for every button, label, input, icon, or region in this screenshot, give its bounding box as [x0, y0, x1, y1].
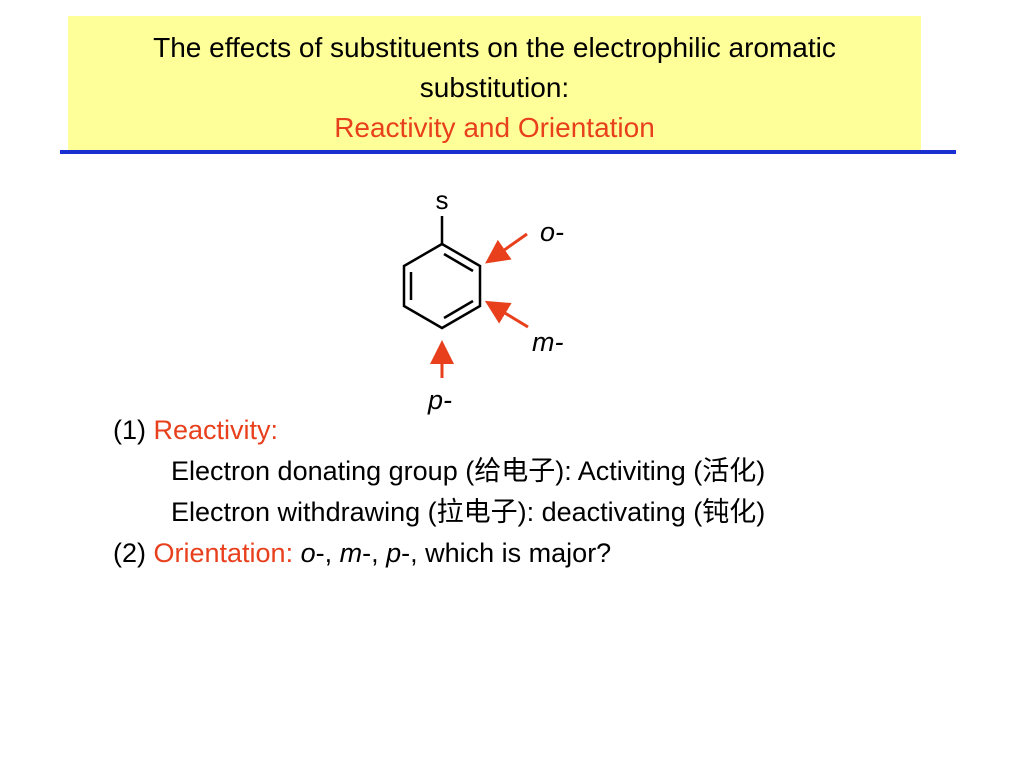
benzene-svg: s o- m- p-: [402, 185, 564, 415]
item-2-tail: -, which is major?: [401, 538, 612, 568]
ortho-label: o-: [540, 217, 564, 247]
item-2-heading: Orientation:: [153, 538, 301, 568]
content-body: (1) Reactivity: Electron donating group …: [113, 410, 765, 574]
item-2-sep-2: -,: [362, 538, 387, 568]
item-2-line: (2) Orientation: o-, m-, p-, which is ma…: [113, 533, 765, 574]
para-label: p-: [427, 385, 452, 415]
title-line-2: substitution:: [419, 72, 570, 103]
donating-cjk-2: 活化: [702, 456, 757, 487]
donating-end: ): [756, 456, 766, 486]
withdrawing-end: ): [756, 497, 766, 527]
title-divider: [60, 150, 956, 154]
donating-text: Electron donating group (: [171, 456, 475, 486]
item-1-number: (1): [113, 415, 154, 445]
withdrawing-mid: ): deactivating (: [517, 497, 703, 527]
item-2-para: p: [386, 538, 402, 568]
title-subtitle: Reactivity and Orientation: [334, 112, 655, 143]
withdrawing-text: Electron withdrawing (: [171, 497, 437, 527]
withdrawing-cjk: 拉电子: [436, 497, 518, 528]
item-2-ortho: o: [300, 538, 316, 568]
item-2-meta: m: [339, 538, 363, 568]
title-box: The effects of substituents on the elect…: [68, 16, 921, 150]
item-2-number: (2): [113, 538, 154, 568]
benzene-diagram: s o- m- p-: [380, 180, 620, 420]
title-line-1: The effects of substituents on the elect…: [153, 32, 836, 63]
double-bond-1: [443, 252, 474, 273]
item-2-sep-1: -,: [315, 538, 340, 568]
donating-line: Electron donating group (给电子): Activitin…: [113, 451, 765, 492]
item-1-line: (1) Reactivity:: [113, 410, 765, 451]
withdrawing-cjk-2: 钝化: [702, 497, 757, 528]
benzene-ring: [402, 242, 482, 330]
meta-arrow: [484, 300, 529, 329]
donating-mid: ): Activiting (: [555, 456, 703, 486]
item-1-heading: Reactivity:: [153, 415, 279, 445]
ortho-arrow: [485, 232, 528, 264]
meta-label: m-: [532, 327, 563, 357]
withdrawing-line: Electron withdrawing (拉电子): deactivating…: [113, 492, 765, 533]
double-bond-2: [443, 299, 474, 320]
donating-cjk: 给电子: [474, 456, 556, 487]
substituent-label: s: [436, 185, 449, 215]
